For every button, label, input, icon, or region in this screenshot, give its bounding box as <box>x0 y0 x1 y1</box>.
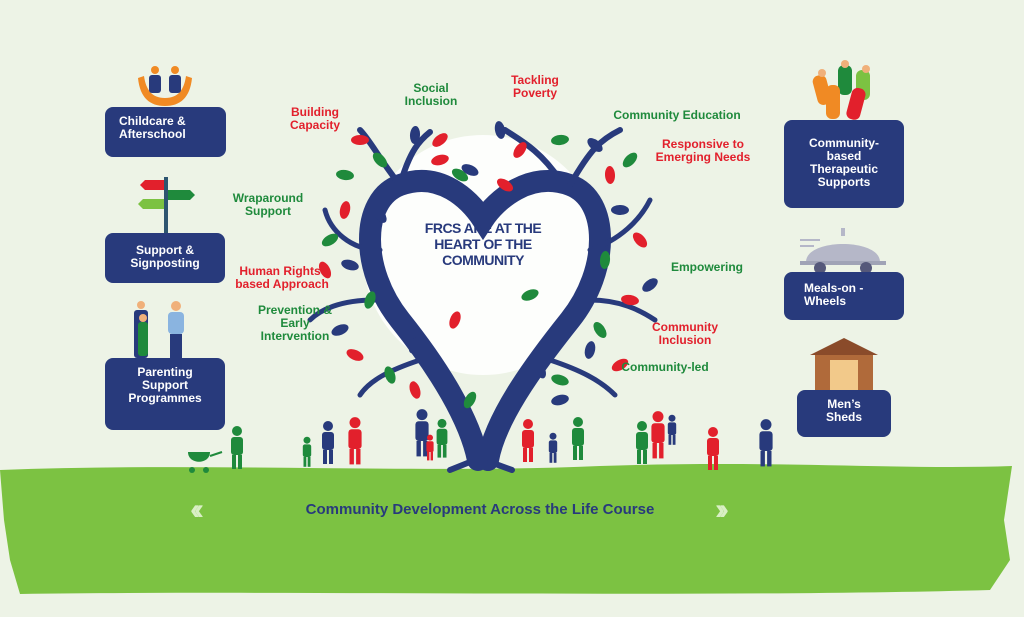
people-figures <box>188 409 773 473</box>
principle-community-led: Community-led <box>621 360 709 374</box>
leaf <box>611 204 629 216</box>
leaf <box>521 289 539 301</box>
person-figure <box>636 421 648 464</box>
person-figure <box>572 417 584 460</box>
leaf <box>341 259 359 271</box>
leaf <box>351 135 369 145</box>
leaf <box>431 154 449 166</box>
leaf <box>461 164 479 176</box>
leaf <box>551 394 569 406</box>
leaf <box>599 251 611 269</box>
principle-human-rights: Human Rights-based Approach <box>235 264 329 291</box>
leaf <box>632 232 648 248</box>
service-label: Support & Signposting <box>130 243 200 270</box>
hands-children-icon <box>138 66 192 106</box>
leaf <box>373 207 387 223</box>
service-therapeutic-supports: Community-based Therapeutic Supports <box>784 120 904 208</box>
leaf <box>336 169 354 181</box>
principle-tackling-poverty: Tackling Poverty <box>511 73 559 100</box>
signpost-icon <box>138 177 195 236</box>
service-parenting-support: Parenting Support Programmes <box>105 358 225 430</box>
person-figure <box>651 411 665 459</box>
person-figure <box>522 419 534 462</box>
person-figure <box>415 409 429 457</box>
service-label: Community-based Therapeutic Supports <box>809 136 879 189</box>
leaf <box>622 152 638 168</box>
leaf <box>409 126 421 144</box>
heart-glow <box>363 135 603 375</box>
person-figure <box>548 432 558 463</box>
principle-empowering: Empowering <box>670 260 744 274</box>
footer-title: Community Development Across the Life Co… <box>305 501 655 518</box>
parent-child-icon <box>134 301 184 358</box>
person-figure <box>426 434 434 461</box>
person-figure <box>302 436 312 467</box>
principle-social-inclusion: Social Inclusion <box>404 81 458 108</box>
heart-title: FRCS ARE AT THE HEART OF THE COMMUNITY <box>424 220 542 268</box>
leaf <box>642 278 658 292</box>
grass-band <box>0 464 1012 594</box>
service-support-signposting: Support & Signposting <box>105 233 225 283</box>
person-figure <box>707 427 719 470</box>
principle-responsive-needs: Responsive to Emerging Needs <box>655 137 751 164</box>
principle-community-education: Community Education <box>613 108 741 122</box>
leaf <box>408 336 422 354</box>
leaf <box>584 341 596 359</box>
person-figure <box>348 417 362 465</box>
leaf <box>432 133 448 147</box>
principle-wraparound-support: Wraparound Support <box>232 191 304 218</box>
leaf <box>331 324 349 336</box>
leaf <box>513 142 527 158</box>
leaf <box>449 311 461 329</box>
heart-tree <box>307 127 658 473</box>
leaf <box>496 178 514 192</box>
leaf <box>611 358 629 372</box>
service-meals-on-wheels: Meals-on -Wheels <box>784 272 904 320</box>
person-figure <box>436 418 448 458</box>
service-label: Men’s Sheds <box>825 397 862 424</box>
service-label: Parenting Support Programmes <box>128 365 202 405</box>
person-figure <box>759 419 773 467</box>
leaf <box>604 166 616 184</box>
leaf <box>494 121 506 139</box>
food-cloche-icon <box>800 228 886 274</box>
tree-leaves <box>318 121 658 409</box>
service-label: Childcare & Afterschool <box>119 114 186 141</box>
person-figure <box>231 426 243 469</box>
leaf <box>364 291 376 309</box>
leaf <box>534 361 546 379</box>
leaf <box>551 374 569 386</box>
leaf <box>372 152 388 168</box>
leaf <box>339 201 351 219</box>
service-label: Meals-on -Wheels <box>804 281 864 308</box>
person-figure <box>667 414 677 445</box>
leaf <box>587 138 603 152</box>
leaf <box>463 391 477 409</box>
leaf <box>409 381 421 399</box>
leaf <box>621 294 639 306</box>
principle-prevention: Prevention & Early Intervention <box>257 303 332 343</box>
right-arrows-icon: ›› <box>715 493 729 526</box>
pram-icon <box>188 451 223 473</box>
principle-building-capacity: Building Capacity <box>289 105 341 132</box>
left-arrows-icon: ‹‹ <box>190 493 204 526</box>
leaf <box>318 261 332 279</box>
leaf <box>551 134 569 146</box>
principle-community-inclusion: Community Inclusion <box>652 320 718 347</box>
shed-icon <box>810 338 878 391</box>
service-childcare-afterschool: Childcare & Afterschool <box>105 107 226 157</box>
leaf <box>346 349 364 361</box>
leaf <box>593 322 607 338</box>
service-mens-sheds: Men’s Sheds <box>797 390 891 437</box>
leaf <box>321 233 339 247</box>
person-figure <box>322 421 334 464</box>
leaf <box>384 366 396 384</box>
group-people-icon <box>812 60 870 120</box>
